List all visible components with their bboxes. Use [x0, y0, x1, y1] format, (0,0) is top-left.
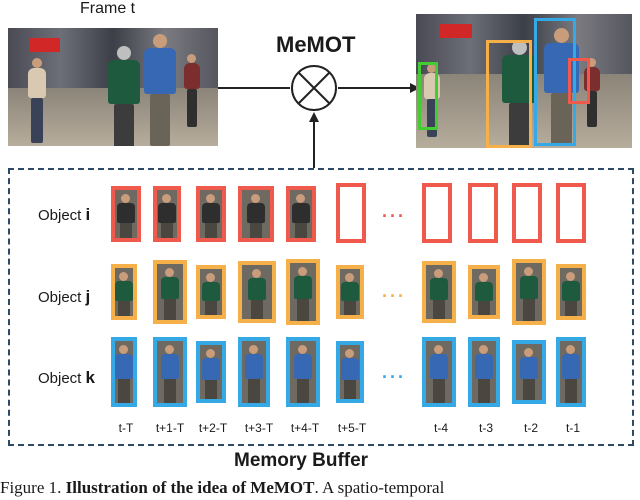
time-label: t-T: [118, 421, 134, 435]
object-j-label: Object j: [38, 287, 91, 306]
time-label: t+5-T: [337, 421, 367, 435]
memory-cell-object-k: [286, 337, 320, 407]
memory-cell-object-i: [512, 183, 542, 243]
memory-cell-object-i: [111, 186, 141, 242]
ellipsis-object-i: ···: [382, 206, 406, 226]
memory-cell-object-j: [422, 261, 456, 323]
memory-cell-object-k: [336, 341, 364, 403]
time-label: t-4: [433, 421, 448, 435]
time-label: t-1: [565, 421, 580, 435]
memory-cell-object-i: [336, 183, 366, 243]
memory-cell-object-i: [556, 183, 586, 243]
memory-cell-object-k: [422, 337, 456, 407]
memory-cell-object-j: [468, 265, 500, 319]
ellipsis-object-k: ···: [382, 367, 406, 387]
bbox-detection-new: [418, 62, 438, 130]
memory-cell-object-k: [238, 337, 270, 407]
time-label: t-3: [478, 421, 493, 435]
time-label: t+3-T: [244, 421, 274, 435]
buffer-title: Memory Buffer: [234, 450, 369, 471]
ellipsis-object-j: ···: [382, 286, 406, 306]
memory-cell-object-i: [422, 183, 452, 243]
output-frame-image: [416, 14, 632, 148]
memory-cell-object-j: [512, 259, 546, 325]
memory-cell-object-k: [556, 337, 586, 407]
memory-cell-object-i: [238, 186, 274, 242]
memory-cell-object-k: [468, 337, 500, 407]
memory-cell-object-j: [238, 261, 276, 323]
object-i-label: Object i: [38, 205, 91, 224]
memory-cell-object-k: [153, 337, 187, 407]
bbox-object-i: [568, 58, 590, 104]
memory-cell-object-j: [556, 264, 586, 320]
frame-label: Frame t: [80, 0, 136, 17]
bbox-object-k: [534, 18, 576, 146]
memory-cell-object-k: [512, 340, 546, 404]
memory-cell-object-j: [196, 265, 226, 319]
time-label: t+2-T: [198, 421, 228, 435]
memory-buffer: [8, 168, 634, 446]
time-label: t+4-T: [290, 421, 320, 435]
memory-cell-object-i: [153, 186, 181, 242]
memory-cell-object-i: [468, 183, 498, 243]
time-label: t-2: [523, 421, 538, 435]
memory-cell-object-k: [196, 341, 226, 403]
bbox-object-j: [486, 40, 532, 148]
model-label: MeMOT: [276, 32, 356, 57]
figure-caption: Figure 1. Illustration of the idea of Me…: [0, 478, 445, 497]
memory-cell-object-j: [286, 259, 320, 325]
input-frame-image: [8, 28, 218, 146]
memory-cell-object-k: [111, 337, 137, 407]
memory-cell-object-j: [153, 260, 187, 324]
memory-cell-object-i: [196, 186, 226, 242]
memory-cell-object-i: [286, 186, 316, 242]
time-label: t+1-T: [155, 421, 185, 435]
memory-cell-object-j: [336, 265, 364, 319]
memory-cell-object-j: [111, 264, 137, 320]
object-k-label: Object k: [38, 368, 95, 387]
